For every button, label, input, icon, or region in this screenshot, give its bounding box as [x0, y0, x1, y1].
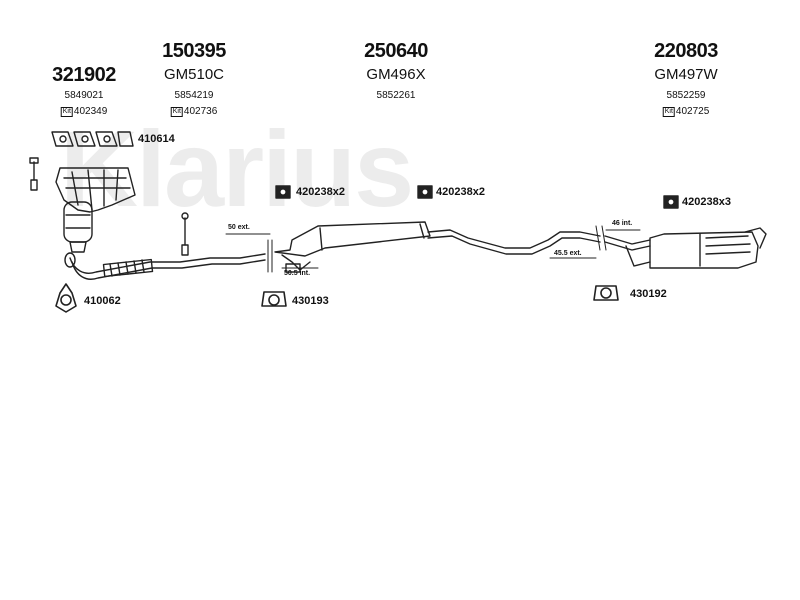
- front-pipe-shape: [64, 212, 266, 280]
- kit-badge-402349: Kit 402349: [60, 106, 108, 117]
- stud-nut-shape: [29, 157, 39, 191]
- dimension-lines: [225, 225, 641, 273]
- part-number-150395: 150395: [162, 40, 226, 62]
- part-code-gm496x: GM496X: [366, 66, 426, 83]
- kit-number: 402725: [675, 106, 710, 117]
- label-hanger-a: 430193: [292, 295, 329, 307]
- exhaust-manifold-shape: [55, 167, 136, 253]
- hanger-icon-a: [261, 291, 287, 307]
- oe-number-5854219: 5854219: [174, 90, 214, 101]
- middle-silencer-shape: [274, 221, 601, 273]
- label-mount-a: 420238x2: [296, 186, 345, 198]
- manifold-gasket-shape: [51, 131, 134, 147]
- dimension-45-5-ext: 45.5 ext.: [554, 250, 582, 257]
- kit-label: Kit: [662, 106, 675, 117]
- kit-badge-402736: Kit 402736: [170, 106, 218, 117]
- label-flange: 410062: [84, 295, 121, 307]
- kit-label: Kit: [60, 106, 73, 117]
- oe-number-5852261: 5852261: [376, 90, 416, 101]
- dimension-46-int: 46 int.: [612, 220, 633, 227]
- hanger-icon-b: [593, 285, 619, 301]
- kit-number: 402736: [183, 106, 218, 117]
- oe-number-5849021: 5849021: [64, 90, 104, 101]
- dimension-50-ext: 50 ext.: [228, 224, 250, 231]
- kit-badge-402725: Kit 402725: [662, 106, 710, 117]
- part-code-gm510c: GM510C: [163, 66, 225, 83]
- label-mount-b: 420238x2: [436, 186, 485, 198]
- label-hanger-b: 430192: [630, 288, 667, 300]
- flange-icon: [55, 283, 77, 313]
- kit-number: 402349: [73, 106, 108, 117]
- part-number-321902: 321902: [52, 64, 116, 86]
- label-gasket: 410614: [138, 133, 175, 145]
- part-number-220803: 220803: [654, 40, 718, 62]
- part-code-gm497w: GM497W: [654, 66, 718, 83]
- dimension-50-5-int: 50.5 int.: [284, 270, 311, 277]
- kit-label: Kit: [170, 106, 183, 117]
- rear-silencer-shape: [604, 227, 767, 269]
- oe-number-5852259: 5852259: [666, 90, 706, 101]
- label-mount-c: 420238x3: [682, 196, 731, 208]
- part-number-250640: 250640: [364, 40, 428, 62]
